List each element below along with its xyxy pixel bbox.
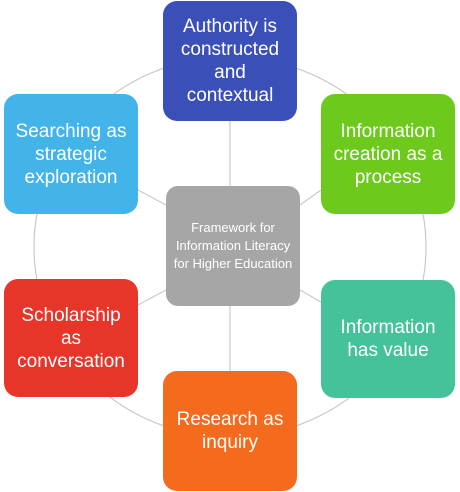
frame-scholarship-label: Scholarship as conversation [17, 304, 125, 372]
spoke-scholarship [137, 289, 167, 306]
spoke-searching [137, 189, 167, 206]
frame-information-creation-label: Information creation as a process [333, 120, 443, 188]
frame-scholarship-node: Scholarship as conversation [4, 279, 138, 397]
frame-searching-node: Searching as strategic exploration [4, 94, 138, 214]
frame-research-inquiry-node: Research as inquiry [163, 371, 297, 491]
frame-information-value-node: Information has value [321, 280, 455, 398]
frame-information-creation-node: Information creation as a process [321, 94, 455, 214]
frame-authority-label: Authority is constructed and contextual [180, 16, 280, 106]
frame-information-value-label: Information has value [340, 317, 436, 361]
center-framework-label: Framework for Information Literacy for H… [173, 220, 293, 271]
spoke-creation [299, 189, 322, 206]
center-framework-node: Framework for Information Literacy for H… [166, 186, 300, 306]
frame-research-inquiry-label: Research as inquiry [176, 409, 284, 453]
frame-searching-label: Searching as strategic exploration [15, 120, 127, 188]
frame-authority-node: Authority is constructed and contextual [163, 1, 297, 121]
spoke-value [299, 289, 322, 303]
